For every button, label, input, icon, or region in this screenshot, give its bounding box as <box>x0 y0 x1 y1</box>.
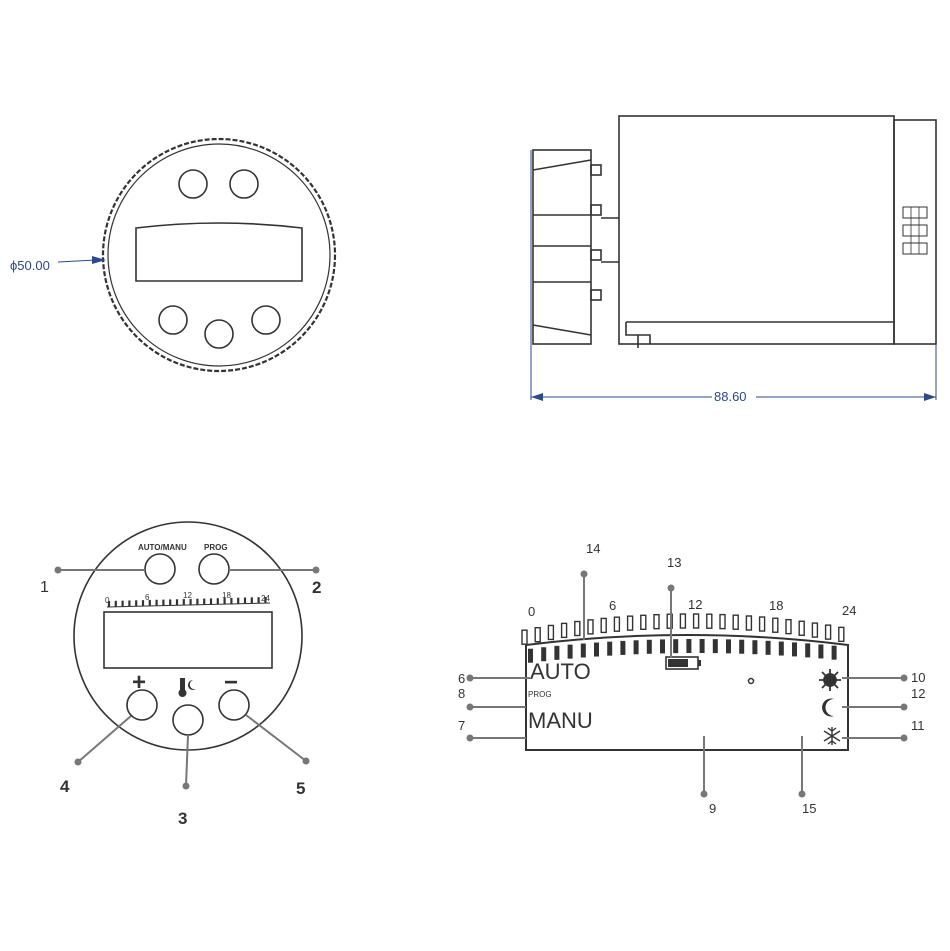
callout-15: 15 <box>802 801 816 816</box>
diameter-dimension: ϕ50.00 <box>10 256 106 273</box>
hour-segment <box>680 614 685 628</box>
hour-segment-filled <box>634 640 639 654</box>
hour-segment-filled <box>607 642 612 656</box>
hour-segment-filled <box>568 645 573 659</box>
hour-segment <box>773 618 778 632</box>
thermometer-icon <box>179 678 197 697</box>
hour-segment <box>548 625 553 639</box>
hour-segment-filled <box>739 640 744 654</box>
thermo-button <box>173 705 203 735</box>
callout-14: 14 <box>586 541 600 556</box>
hour-segment-filled <box>673 639 678 653</box>
hour-segment-filled <box>792 642 797 656</box>
callout-1: 1 <box>40 579 49 596</box>
hour-segment <box>535 628 540 642</box>
hour-segment <box>694 614 699 628</box>
callout-11: 11 <box>911 718 925 733</box>
hour-segment <box>614 617 619 631</box>
hour-segment <box>601 618 606 632</box>
hour-segment-filled <box>779 642 784 656</box>
callout-7: 7 <box>458 718 465 733</box>
lcd-scale-0: 0 <box>528 604 535 619</box>
front-lcd <box>104 612 272 668</box>
snowflake-icon <box>824 727 840 745</box>
front-scale-12: 12 <box>183 591 192 600</box>
lcd-auto: AUTO <box>530 659 591 684</box>
front-scale-18: 18 <box>222 591 231 600</box>
hour-segment-filled <box>752 640 757 654</box>
hour-segment <box>826 625 831 639</box>
lcd-scale-24: 24 <box>842 603 856 618</box>
front-scale-6: 6 <box>145 593 150 602</box>
callout-13: 13 <box>667 555 681 570</box>
hour-segment <box>786 620 791 634</box>
hour-segment <box>522 630 527 644</box>
hour-segment-filled <box>594 643 599 657</box>
callout-2: 2 <box>312 578 321 597</box>
hour-segment-filled <box>700 639 705 653</box>
hour-segment-filled <box>660 639 665 653</box>
hour-segment <box>733 615 738 629</box>
callout-10: 10 <box>911 670 925 685</box>
callout-9: 9 <box>709 801 716 816</box>
hour-segment <box>588 620 593 634</box>
callout-5: 5 <box>296 779 305 798</box>
hour-segment-filled <box>713 639 718 653</box>
length-label: 88.60 <box>714 389 747 404</box>
moon-icon <box>822 699 834 717</box>
hour-segment-filled <box>818 644 823 658</box>
battery-icon <box>666 657 701 669</box>
auto-manu-label: AUTO/MANU <box>138 543 187 552</box>
auto-manu-button <box>145 554 175 584</box>
callout-3: 3 <box>178 809 187 828</box>
status-dot-icon <box>749 679 754 684</box>
hour-segment-filled <box>805 643 810 657</box>
hour-segment-filled <box>686 639 691 653</box>
hour-segment <box>720 615 725 629</box>
hour-segment <box>799 621 804 635</box>
prog-label: PROG <box>204 543 228 552</box>
hour-segment <box>562 623 567 637</box>
side-view <box>533 116 936 348</box>
diameter-label: ϕ50.00 <box>10 258 50 273</box>
hour-segment-filled <box>832 646 837 660</box>
lcd-scale-12: 12 <box>688 597 702 612</box>
lcd-detail: 0 6 12 18 24 AUTO PROG MANU <box>458 541 925 816</box>
front-panel: AUTO/MANU PROG 0 6 12 18 24 + − <box>40 522 321 828</box>
hour-segment-filled <box>766 641 771 655</box>
hour-segment-filled <box>647 640 652 654</box>
hour-segment-filled <box>726 639 731 653</box>
hour-segment-filled <box>581 644 586 658</box>
front-scale: 0 6 12 18 24 <box>105 591 270 607</box>
hour-segment <box>575 622 580 636</box>
front-view <box>103 139 335 371</box>
lcd-manu: MANU <box>528 708 593 733</box>
hour-segment <box>628 616 633 630</box>
prog-button <box>199 554 229 584</box>
hour-segment <box>839 627 844 641</box>
hour-segment <box>641 615 646 629</box>
front-scale-0: 0 <box>105 596 110 605</box>
callout-4: 4 <box>60 777 70 796</box>
front-scale-24: 24 <box>261 594 270 603</box>
sun-icon <box>819 669 841 691</box>
callout-6: 6 <box>458 671 465 686</box>
lcd-prog: PROG <box>528 690 552 699</box>
lcd-scale-18: 18 <box>769 598 783 613</box>
hour-segment <box>760 617 765 631</box>
hour-segment-filled <box>620 641 625 655</box>
lcd-scale-6: 6 <box>609 598 616 613</box>
callout-12: 12 <box>911 686 925 701</box>
hour-segment <box>812 623 817 637</box>
hour-segment <box>746 616 751 630</box>
hour-segment-filled <box>554 646 559 660</box>
hour-segment <box>707 614 712 628</box>
hour-segment <box>654 615 659 629</box>
callout-8: 8 <box>458 686 465 701</box>
